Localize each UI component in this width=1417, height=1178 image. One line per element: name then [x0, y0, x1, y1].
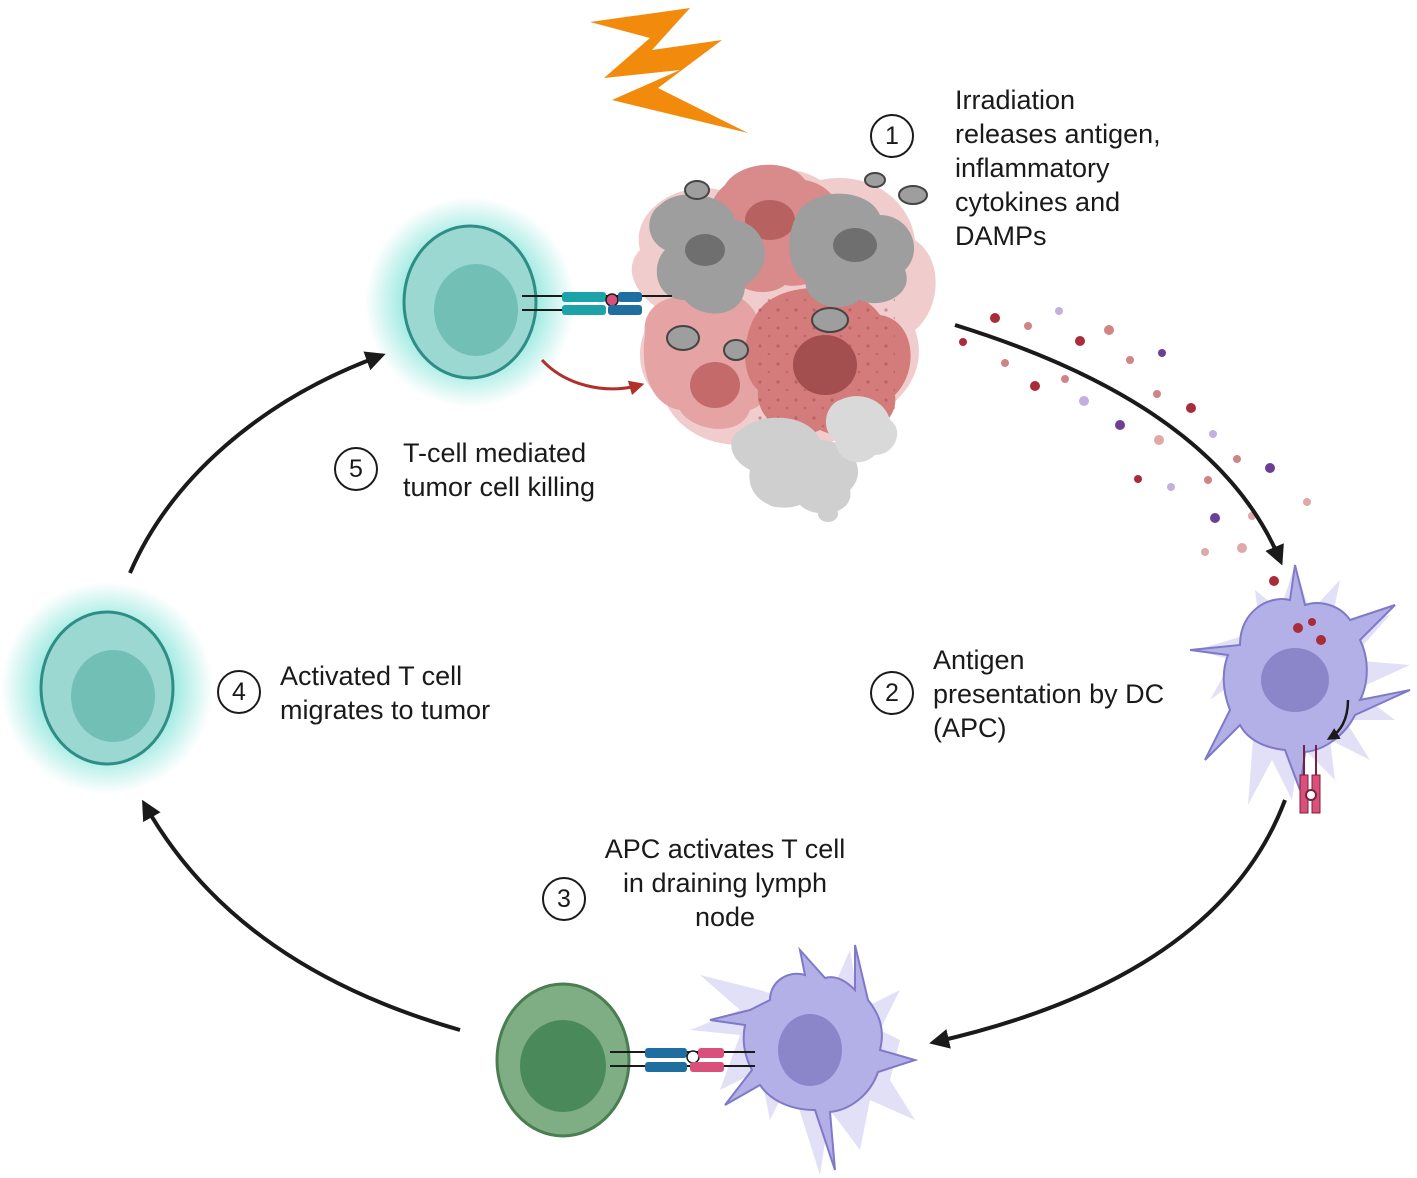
lightning-icon	[590, 8, 748, 133]
step-3-number: 3	[542, 877, 586, 921]
kill-arrow	[540, 358, 645, 396]
cycle-arrow-icon	[128, 323, 1287, 1049]
receptor-complex-icon	[522, 292, 672, 315]
tumor-cell-cluster-icon	[631, 164, 936, 522]
step-2-label: Antigen presentation by DC (APC)	[933, 645, 1165, 743]
step-1-label: Irradiation releases antigen, inflammato…	[955, 85, 1161, 251]
step-1-number: 1	[870, 114, 914, 158]
t-cell-icon	[1, 582, 213, 794]
step-3-label: APC activates T cell in draining lymph n…	[604, 834, 846, 932]
step-5-label: T-cell mediated tumor cell killing	[403, 438, 596, 502]
step-4-label: Activated T cell migrates to tumor	[280, 661, 491, 725]
step-2-number: 2	[870, 671, 914, 715]
dendritic-cell-icon	[1189, 564, 1411, 814]
step-5-number: 5	[334, 447, 378, 491]
receptor-complex-icon	[610, 1048, 755, 1072]
t-cell-icon	[365, 197, 575, 407]
dendritic-cell-icon	[690, 944, 919, 1175]
antigen-particle-icon	[959, 307, 1311, 586]
t-cell-icon	[495, 982, 631, 1138]
step-4-number: 4	[217, 670, 261, 714]
